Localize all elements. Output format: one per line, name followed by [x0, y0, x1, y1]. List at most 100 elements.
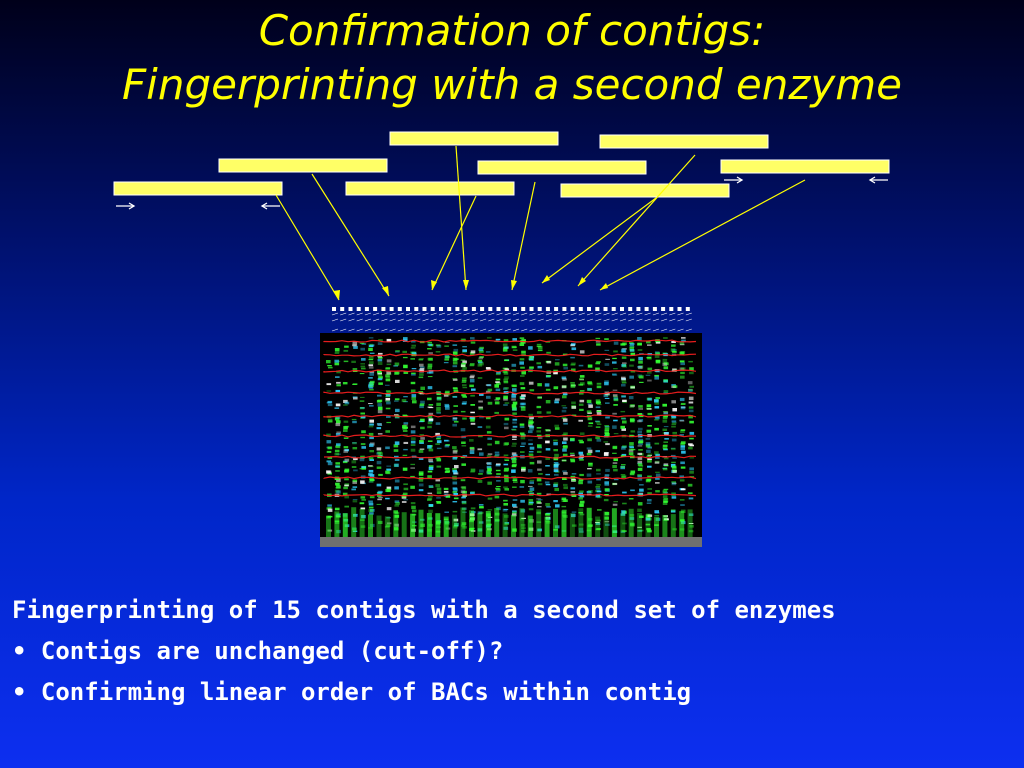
- lane-label-mark: [430, 307, 435, 311]
- gel-band: [621, 395, 626, 398]
- lane-label-mark: [562, 307, 567, 311]
- gel-band: [529, 425, 535, 429]
- gel-band: [604, 363, 610, 366]
- gel-band: [654, 402, 659, 405]
- lane-label-mark: [595, 312, 602, 316]
- gel-band: [385, 393, 391, 397]
- gel-band: [544, 481, 550, 484]
- gel-band: [352, 396, 358, 398]
- lane-label-mark: [628, 318, 635, 322]
- gel-band: [537, 345, 543, 350]
- gel-band: [511, 459, 517, 463]
- gel-band: [613, 404, 618, 406]
- gel-band: [663, 500, 668, 503]
- gel-band: [647, 356, 652, 360]
- gel-band: [680, 371, 685, 375]
- gel-band: [529, 501, 534, 504]
- gel-band: [595, 337, 601, 340]
- gel-band: [637, 337, 642, 341]
- gel-band: [452, 344, 458, 346]
- lane-label-mark: [521, 312, 528, 316]
- gel-band: [630, 489, 635, 492]
- gel-band: [503, 486, 508, 489]
- gel-band: [645, 374, 651, 376]
- gel-band: [336, 485, 341, 489]
- gel-band: [571, 494, 577, 497]
- gel-band: [689, 367, 694, 371]
- lane-label-mark: [619, 318, 627, 322]
- gel-band: [512, 478, 518, 481]
- gel-band: [528, 485, 533, 487]
- gel-band: [662, 495, 668, 499]
- gel-band: [486, 384, 492, 387]
- gel-band: [528, 421, 534, 424]
- gel-band: [426, 513, 432, 543]
- gel-band: [410, 347, 416, 349]
- gel-band: [638, 405, 643, 408]
- gel-band: [670, 447, 676, 449]
- lane-label-mark: [652, 307, 657, 311]
- gel-band: [555, 504, 560, 508]
- gel-band: [376, 427, 382, 430]
- gel-band: [595, 528, 601, 531]
- gel-band: [629, 349, 635, 352]
- gel-band: [485, 425, 491, 429]
- gel-band: [386, 486, 392, 490]
- gel-band: [520, 408, 526, 411]
- gel-band: [646, 404, 652, 408]
- gel-band: [563, 422, 568, 425]
- gel-band: [462, 526, 467, 529]
- gel-band: [359, 342, 365, 344]
- gel-band: [343, 446, 349, 449]
- gel-band: [603, 498, 609, 502]
- gel-band: [536, 477, 542, 482]
- gel-band: [544, 516, 550, 547]
- gel-band: [655, 473, 661, 478]
- gel-band: [571, 362, 576, 366]
- gel-band: [410, 475, 415, 478]
- gel-band: [672, 528, 677, 531]
- gel-band: [410, 502, 416, 505]
- gel-band: [579, 490, 584, 493]
- gel-band: [495, 488, 501, 491]
- gel-band: [376, 447, 382, 451]
- lane-label-mark: [554, 307, 559, 311]
- gel-band: [596, 490, 602, 493]
- gel-band: [537, 528, 542, 532]
- gel-band: [368, 347, 373, 351]
- gel-band: [453, 518, 459, 522]
- gel-band: [353, 396, 358, 400]
- gel-band: [403, 396, 408, 398]
- gel-band: [544, 383, 550, 387]
- gel-band: [528, 499, 534, 502]
- bac-clone-bar: [218, 158, 388, 173]
- gel-band: [604, 425, 609, 427]
- gel-band: [461, 445, 467, 447]
- lane-label-mark: [348, 328, 355, 332]
- gel-band: [496, 486, 501, 487]
- gel-band: [570, 458, 575, 461]
- gel-band: [645, 438, 651, 440]
- gel-band: [360, 519, 365, 521]
- gel-band: [335, 415, 341, 419]
- gel-band: [444, 439, 449, 442]
- gel-band: [326, 360, 331, 364]
- gel-band: [621, 350, 627, 353]
- gel-band: [353, 457, 358, 461]
- gel-band: [688, 443, 693, 446]
- gel-band: [386, 371, 391, 375]
- gel-band: [334, 417, 340, 421]
- gel-band: [595, 399, 601, 401]
- gel-band: [544, 513, 550, 516]
- gel-band: [520, 479, 525, 484]
- gel-lane-header: [331, 307, 692, 332]
- gel-band: [377, 494, 382, 497]
- gel-band: [520, 398, 526, 400]
- gel-band: [496, 371, 501, 374]
- gel-band: [504, 346, 509, 349]
- gel-band: [386, 359, 392, 363]
- gel-band: [620, 343, 625, 346]
- gel-band: [647, 458, 652, 460]
- gel-band: [386, 401, 391, 405]
- gel-band: [688, 523, 694, 524]
